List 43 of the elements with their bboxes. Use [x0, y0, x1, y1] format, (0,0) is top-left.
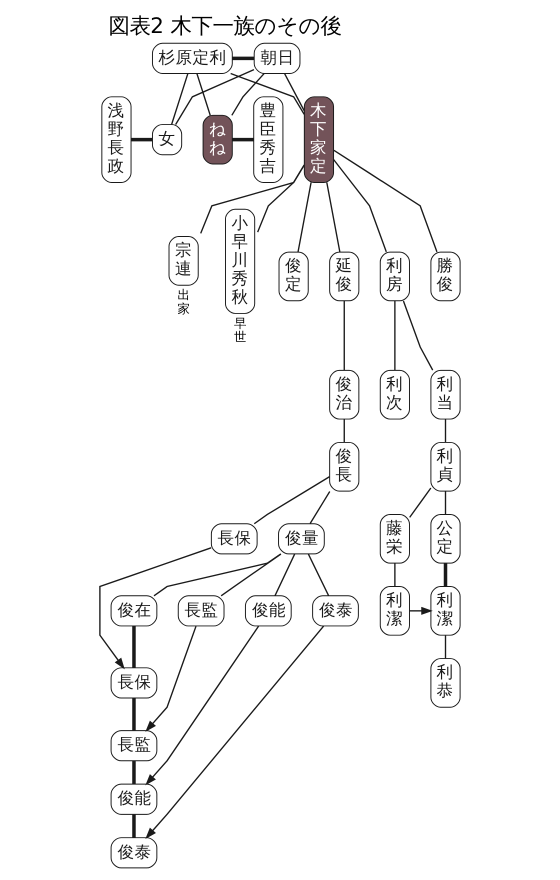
connector	[132, 626, 136, 668]
connector	[334, 150, 438, 252]
node-label: 早世	[234, 315, 247, 344]
connector	[444, 419, 446, 442]
connector	[402, 300, 434, 370]
connector	[231, 73, 265, 116]
arrow	[145, 626, 260, 786]
connector	[175, 68, 254, 125]
connector	[132, 761, 136, 784]
connector	[394, 300, 396, 370]
arrow	[145, 626, 197, 732]
connector	[409, 488, 432, 518]
connector	[297, 182, 312, 252]
connector	[131, 138, 152, 142]
connector	[344, 419, 345, 442]
connector	[444, 491, 446, 514]
connector	[308, 554, 330, 596]
connector	[333, 159, 387, 252]
connector	[232, 56, 254, 60]
connector	[196, 73, 211, 116]
connector	[132, 698, 136, 730]
connector	[326, 182, 341, 252]
connector	[444, 564, 448, 586]
connector	[344, 300, 345, 370]
connector	[230, 72, 305, 115]
connector	[310, 491, 330, 524]
diagram-title: 図表2 木下一族のその後	[108, 14, 342, 40]
connector	[154, 553, 282, 596]
connector	[200, 164, 305, 234]
connector	[132, 814, 136, 838]
connector	[171, 73, 188, 125]
connector	[274, 554, 296, 596]
arrow	[99, 547, 212, 670]
connector	[232, 138, 254, 142]
connector	[444, 636, 446, 658]
arrow	[410, 606, 433, 615]
connector	[254, 476, 330, 524]
node-label: 出家	[177, 287, 190, 316]
connector	[394, 564, 396, 586]
arrow	[145, 626, 324, 839]
connector	[257, 164, 305, 232]
connector	[284, 73, 305, 112]
connector	[220, 554, 282, 596]
